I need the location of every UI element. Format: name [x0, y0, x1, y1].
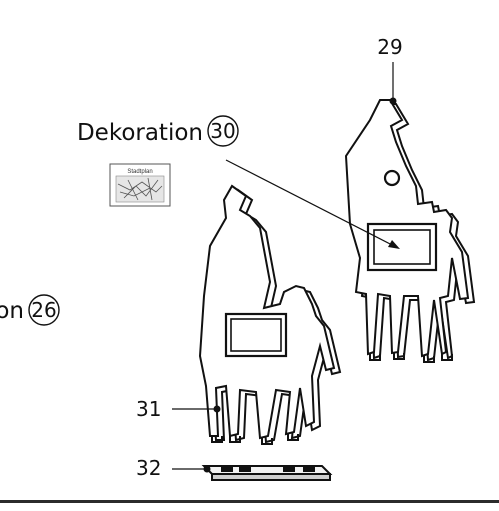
callout-26-text: on — [0, 298, 24, 324]
callout-30: Dekoration 30 — [77, 115, 400, 249]
front-figure-face — [198, 184, 336, 440]
callout-29-number: 29 — [377, 35, 402, 59]
map-lines-icon — [117, 177, 163, 201]
horse-eye-icon — [383, 169, 401, 187]
callout-30-text: Dekoration — [77, 120, 203, 146]
arrow-head-icon — [388, 240, 400, 249]
stadtplan-card: Stadtplan — [109, 163, 171, 207]
callout-30-leader — [225, 159, 399, 249]
callout-30-number: 30 — [210, 119, 235, 143]
callout-32-number: 32 — [136, 456, 161, 480]
front-person-figure — [198, 184, 342, 445]
bottom-divider — [0, 500, 499, 503]
callout-31: 31 — [136, 397, 221, 421]
base-plate — [201, 465, 333, 481]
callout-26: on 26 — [0, 294, 60, 326]
callout-29-dot-icon — [389, 97, 397, 105]
callout-31-dot-icon — [213, 405, 221, 413]
stadtplan-label: Stadtplan — [127, 169, 152, 175]
callout-26-number: 26 — [31, 298, 56, 322]
callout-31-number: 31 — [136, 397, 161, 421]
back-horse-figure — [344, 99, 476, 363]
callout-32-dot-icon — [203, 465, 211, 473]
callout-29: 29 — [377, 35, 403, 105]
callout-32: 32 — [136, 456, 211, 480]
